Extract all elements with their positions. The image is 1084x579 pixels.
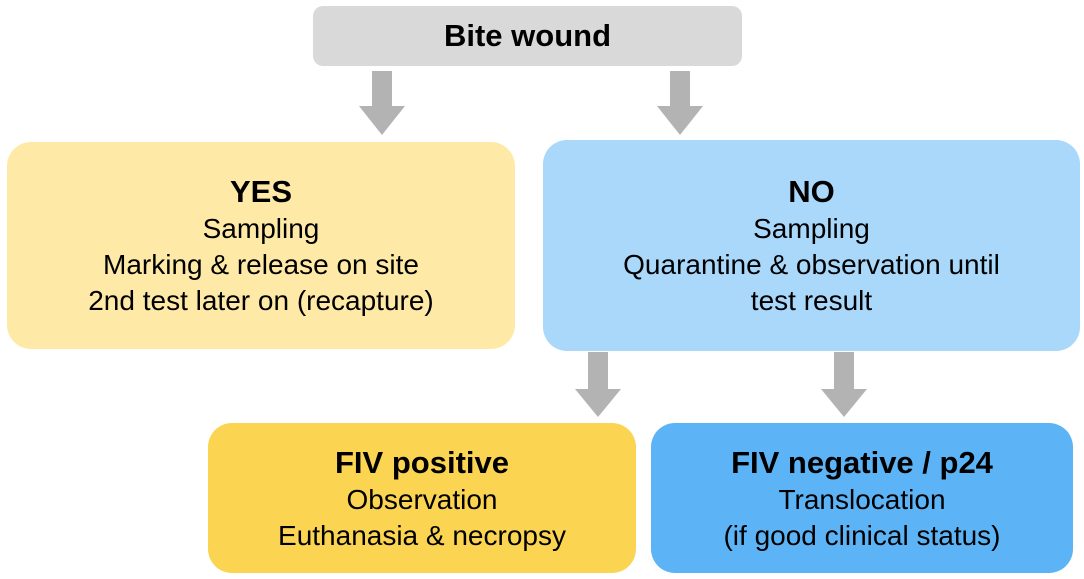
- arrow-bite-to-yes: [359, 71, 405, 135]
- no-line-1: Sampling: [753, 213, 870, 244]
- bite-wound-box: Bite wound: [313, 6, 742, 66]
- bite-wound-title: Bite wound: [443, 18, 612, 53]
- fiv-negative-box: FIV negative / p24 Translocation (if goo…: [651, 423, 1073, 573]
- fiv-positive-box: FIV positive Observation Euthanasia & ne…: [208, 423, 636, 573]
- fiv-positive-title: FIV positive: [335, 444, 509, 480]
- fiv-negative-title: FIV negative / p24: [731, 444, 993, 480]
- yes-title: YES: [229, 174, 293, 209]
- yes-line-3: 2nd test later on (recapture): [88, 285, 434, 316]
- arrow-no-to-fiv-negative: [821, 352, 867, 417]
- no-title: NO: [788, 174, 835, 209]
- no-line-2: Quarantine & observation until: [623, 249, 1000, 280]
- fiv-negative-line-1: Translocation: [778, 483, 946, 515]
- fiv-positive-line-2: Euthanasia & necropsy: [278, 519, 566, 551]
- yes-box: YES Sampling Marking & release on site 2…: [7, 142, 515, 349]
- yes-line-1: Sampling: [202, 213, 320, 244]
- yes-line-2: Marking & release on site: [103, 249, 419, 280]
- fiv-positive-line-1: Observation: [346, 483, 498, 515]
- no-line-3: test result: [750, 285, 873, 316]
- no-box: NO Sampling Quarantine & observation unt…: [543, 140, 1080, 351]
- fiv-negative-line-2: (if good clinical status): [723, 519, 1001, 551]
- arrow-no-to-fiv-positive: [575, 352, 621, 417]
- arrow-bite-to-no: [657, 71, 703, 135]
